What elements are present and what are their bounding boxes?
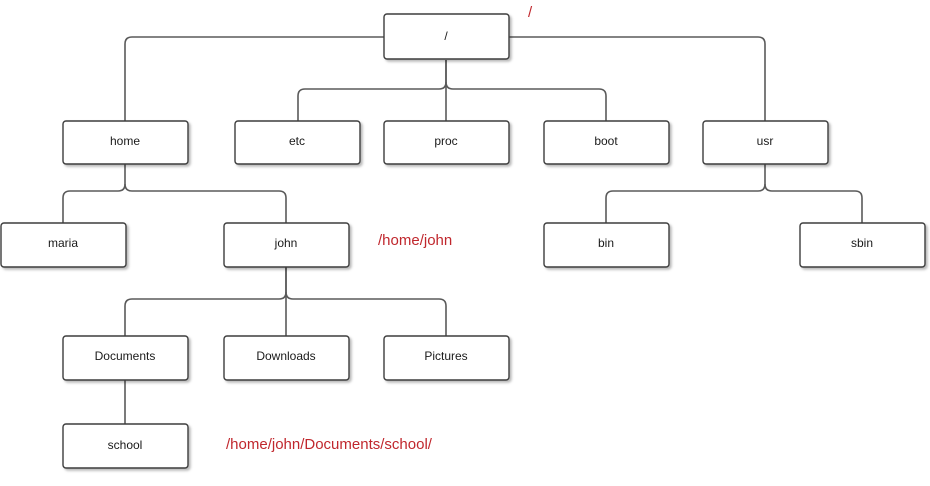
- connector-home-maria: [62, 164, 126, 223]
- root-path-annotation: /: [528, 4, 533, 21]
- connector-usr-bin: [605, 164, 766, 223]
- node-etc[interactable]: etc: [234, 120, 361, 165]
- tree-nodes: / home etc proc boot usr maria john: [0, 13, 926, 469]
- connector-john-documents: [124, 267, 287, 336]
- node-label: school: [108, 438, 143, 452]
- node-maria[interactable]: maria: [0, 222, 127, 268]
- node-john[interactable]: john: [223, 222, 350, 268]
- connector-root-home: [124, 36, 384, 121]
- node-label: Downloads: [256, 349, 315, 363]
- node-pictures[interactable]: Pictures: [383, 335, 510, 381]
- node-sbin[interactable]: sbin: [799, 222, 926, 268]
- node-boot[interactable]: boot: [543, 120, 670, 165]
- connector-root-boot: [445, 81, 607, 121]
- node-downloads[interactable]: Downloads: [223, 335, 350, 381]
- node-label: home: [110, 134, 140, 148]
- node-label: maria: [48, 236, 78, 250]
- connector-john-pictures: [285, 291, 447, 336]
- node-documents[interactable]: Documents: [62, 335, 189, 381]
- node-label: proc: [434, 134, 457, 148]
- connector-home-john: [124, 183, 287, 223]
- connector-usr-sbin: [764, 183, 863, 223]
- node-school[interactable]: school: [62, 423, 189, 469]
- node-label: john: [274, 236, 298, 250]
- connector-root-etc: [297, 60, 447, 121]
- node-label: sbin: [851, 236, 873, 250]
- node-proc[interactable]: proc: [383, 120, 510, 165]
- school-path-annotation: /home/john/Documents/school/: [226, 436, 433, 453]
- node-label: usr: [757, 134, 774, 148]
- tree-connectors: [62, 36, 863, 424]
- node-bin[interactable]: bin: [543, 222, 670, 268]
- path-annotations: / /home/john /home/john/Documents/school…: [226, 4, 533, 453]
- node-label: Documents: [95, 349, 156, 363]
- john-path-annotation: /home/john: [378, 232, 452, 249]
- node-root[interactable]: /: [383, 13, 510, 60]
- node-label: Pictures: [424, 349, 467, 363]
- node-label: bin: [598, 236, 614, 250]
- node-home[interactable]: home: [62, 120, 189, 165]
- node-usr[interactable]: usr: [702, 120, 829, 165]
- node-label: etc: [289, 134, 305, 148]
- connector-root-usr: [509, 36, 766, 121]
- node-label: boot: [594, 134, 618, 148]
- node-label: /: [444, 29, 448, 43]
